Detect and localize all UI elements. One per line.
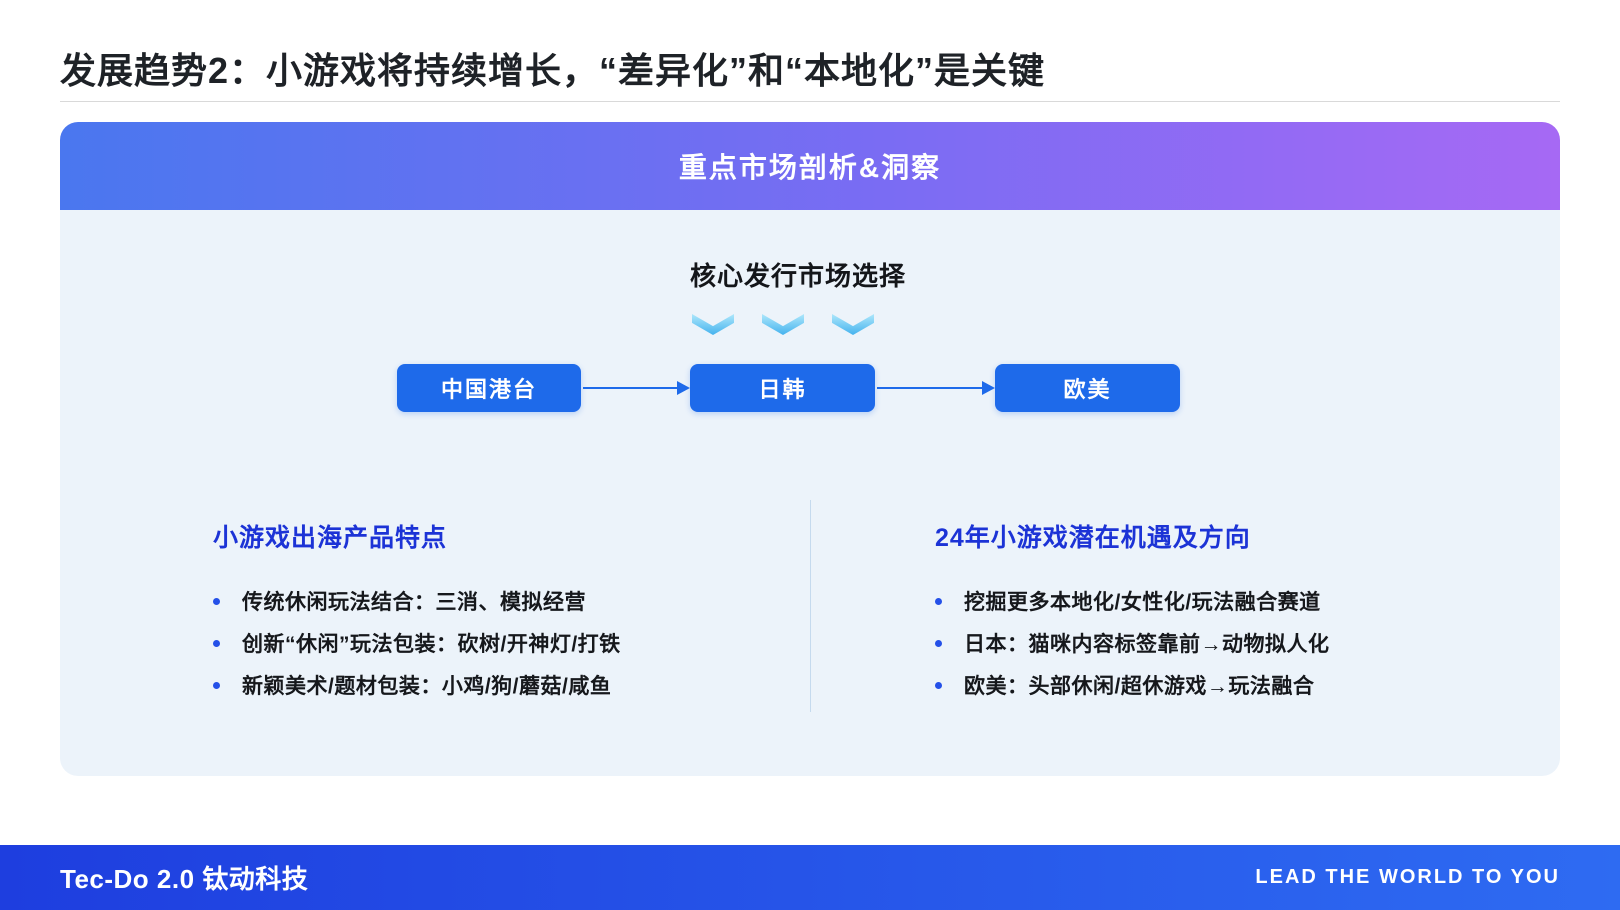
- market-node-china-hk-tw: 中国港台: [397, 364, 581, 412]
- market-node-japan-korea: 日韩: [690, 364, 875, 412]
- chevron-down-icon: [762, 314, 804, 335]
- bullet-text: 创新“休闲”玩法包装：砍树/开神灯/打铁: [242, 633, 621, 656]
- left-panel-title: 小游戏出海产品特点: [213, 524, 448, 552]
- bullet-dot-icon: [213, 681, 220, 689]
- market-node-europe-america: 欧美: [995, 364, 1180, 412]
- arrow-right-icon: [583, 381, 690, 395]
- chevron-group: [692, 314, 874, 335]
- bullet-text: 欧美：头部休闲/超休游戏→玩法融合: [964, 675, 1315, 698]
- bullet-text: 日本：猫咪内容标签靠前→动物拟人化: [964, 633, 1330, 656]
- bullet-dot-icon: [935, 639, 942, 647]
- panel-divider: [810, 500, 811, 712]
- section-banner: 重点市场剖析&洞察: [60, 122, 1560, 210]
- bullet-item: 传统休闲玩法结合：三消、模拟经营: [213, 580, 853, 622]
- slide-title: 发展趋势2：小游戏将持续增长，“差异化”和“本地化”是关键: [60, 50, 1046, 91]
- chevron-down-icon: [692, 314, 734, 335]
- left-panel: 小游戏出海产品特点 传统休闲玩法结合：三消、模拟经营 创新“休闲”玩法包装：砍树…: [213, 518, 853, 706]
- title-divider: [60, 101, 1560, 102]
- footer-slogan: LEAD THE WORLD TO YOU: [1255, 866, 1560, 888]
- content-panel: 核心发行市场选择 中国港台 日韩 欧美 小游戏出海产品特点 传统休闲玩法结合：三…: [60, 210, 1560, 776]
- right-panel: 24年小游戏潜在机遇及方向 挖掘更多本地化/女性化/玩法融合赛道 日本：猫咪内容…: [935, 518, 1575, 706]
- left-panel-bullet-list: 传统休闲玩法结合：三消、模拟经营 创新“休闲”玩法包装：砍树/开神灯/打铁 新颖…: [213, 580, 853, 706]
- right-panel-title: 24年小游戏潜在机遇及方向: [935, 524, 1251, 552]
- bullet-dot-icon: [935, 681, 942, 689]
- arrow-right-icon: [877, 381, 995, 395]
- bullet-dot-icon: [935, 597, 942, 605]
- right-panel-bullet-list: 挖掘更多本地化/女性化/玩法融合赛道 日本：猫咪内容标签靠前→动物拟人化 欧美：…: [935, 580, 1575, 706]
- bullet-item: 欧美：头部休闲/超休游戏→玩法融合: [935, 664, 1575, 706]
- bullet-text: 挖掘更多本地化/女性化/玩法融合赛道: [964, 591, 1321, 614]
- bullet-text: 新颖美术/题材包装：小鸡/狗/蘑菇/咸鱼: [242, 675, 612, 698]
- market-node-label: 日韩: [758, 377, 807, 402]
- bullet-item: 挖掘更多本地化/女性化/玩法融合赛道: [935, 580, 1575, 622]
- bullet-item: 新颖美术/题材包装：小鸡/狗/蘑菇/咸鱼: [213, 664, 853, 706]
- market-node-label: 欧美: [1063, 377, 1112, 402]
- bullet-dot-icon: [213, 639, 220, 647]
- market-node-label: 中国港台: [440, 377, 537, 402]
- section-banner-label: 重点市场剖析&洞察: [678, 152, 942, 183]
- footer-bar: Tec-Do 2.0 钛动科技 LEAD THE WORLD TO YOU: [0, 845, 1620, 910]
- bullet-dot-icon: [213, 597, 220, 605]
- flow-heading: 核心发行市场选择: [690, 261, 907, 291]
- bullet-item: 创新“休闲”玩法包装：砍树/开神灯/打铁: [213, 622, 853, 664]
- bullet-item: 日本：猫咪内容标签靠前→动物拟人化: [935, 622, 1575, 664]
- bullet-text: 传统休闲玩法结合：三消、模拟经营: [242, 591, 586, 614]
- chevron-down-icon: [832, 314, 874, 335]
- brand-logo: Tec-Do 2.0 钛动科技: [60, 864, 309, 894]
